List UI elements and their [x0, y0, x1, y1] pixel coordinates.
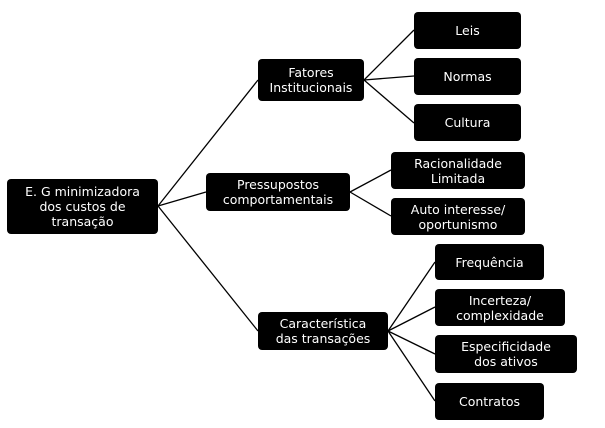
connector-caracteristica-incerteza — [387, 306, 436, 332]
branch-node-caracteristica-das-transacoes: Característica das transações — [258, 312, 388, 350]
leaf-node-incerteza-complexidade: Incerteza/ complexidade — [435, 289, 565, 326]
leaf-node-leis: Leis — [414, 12, 521, 49]
root-node: E. G minimizadora dos custos de transaçã… — [7, 179, 158, 234]
connector-pressupostos-racionalidade — [349, 169, 392, 193]
connector-root-pressupostos — [157, 191, 207, 207]
connector-caracteristica-frequencia — [387, 261, 436, 332]
connector-pressupostos-autointeresse — [349, 191, 392, 217]
leaf-node-normas: Normas — [414, 58, 521, 95]
connector-caracteristica-contratos — [387, 330, 436, 402]
branch-node-pressupostos-comportamentais: Pressupostos comportamentais — [206, 173, 350, 211]
connector-fatores-normas — [363, 75, 415, 81]
leaf-node-auto-interesse-oportunismo: Auto interesse/ oportunismo — [391, 198, 525, 235]
connector-caracteristica-especificidade — [387, 330, 436, 355]
leaf-node-cultura: Cultura — [414, 104, 521, 141]
branch-node-fatores-institucionais: Fatores Institucionais — [258, 59, 364, 101]
connector-fatores-leis — [363, 29, 415, 81]
leaf-node-racionalidade-limitada: Racionalidade Limitada — [391, 152, 525, 189]
connector-root-caracteristica — [157, 205, 259, 332]
leaf-node-frequencia: Frequência — [435, 244, 544, 280]
leaf-node-contratos: Contratos — [435, 383, 544, 420]
leaf-node-especificidade-dos-ativos: Especificidade dos ativos — [435, 335, 577, 373]
connector-fatores-cultura — [363, 79, 415, 124]
connector-root-fatores — [157, 79, 259, 207]
